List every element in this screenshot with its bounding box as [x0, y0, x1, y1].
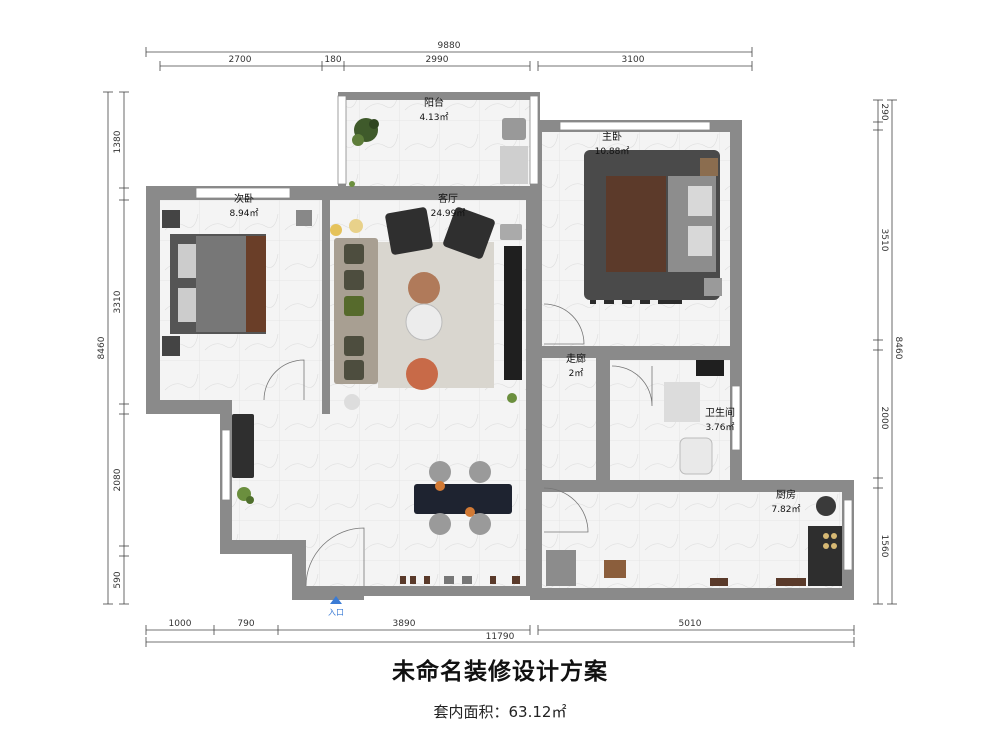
coffee-table [408, 272, 440, 304]
corridor-floor [542, 346, 596, 484]
master-bedroom-furniture [584, 150, 722, 304]
dim-left-2: 3310 [113, 290, 123, 313]
entrance-marker: 入口 [328, 596, 344, 617]
dim-bottom-2: 790 [237, 619, 254, 629]
dim-right-total: 8460 [893, 337, 903, 360]
shower-area [664, 382, 700, 422]
room-area-living-room: 24.99㎡ [431, 208, 466, 219]
dim-right-4: 1560 [879, 535, 889, 558]
bathroom-furniture [664, 360, 724, 475]
dim-top-total: 9880 [438, 41, 461, 51]
dim-bottom-3: 3890 [393, 619, 416, 629]
stove-icon [816, 496, 836, 516]
dim-top-4: 3100 [622, 55, 645, 65]
room-name-balcony: 阳台 [424, 96, 444, 109]
room-area-corridor: 2㎡ [569, 368, 584, 379]
toilet [679, 437, 713, 475]
dim-bottom-total: 11790 [486, 632, 515, 642]
dim-right-3: 2000 [879, 407, 889, 430]
dim-bottom-1: 1000 [169, 619, 192, 629]
dim-top-3: 2990 [426, 55, 449, 65]
kitchen-furniture [546, 496, 842, 586]
plan-subtitle: 套内面积：63.12㎡ [433, 703, 567, 721]
dim-bottom-4: 5010 [679, 619, 702, 629]
room-name-bathroom: 卫生间 [705, 406, 735, 419]
windows [195, 95, 853, 571]
dim-left-3: 2080 [113, 468, 123, 491]
room-labels: 阳台 4.13㎡ 主卧 10.88㎡ 次卧 8.94㎡ 客厅 24.99㎡ 走廊… [229, 96, 800, 515]
dimension-labels: 9880 2700 180 2990 3100 1000 790 3890 50… [97, 41, 903, 642]
dimension-lines [103, 47, 897, 647]
cabinet [500, 146, 528, 184]
plant-icon [237, 487, 254, 504]
nightstand [704, 278, 722, 296]
fridge [546, 550, 576, 586]
room-name-second-bedroom: 次卧 [234, 192, 254, 205]
room-area-master-bedroom: 10.88㎡ [595, 146, 630, 157]
dim-right-2: 3510 [879, 229, 889, 252]
dining-furniture [232, 414, 520, 584]
nightstand [162, 210, 180, 228]
doors [263, 303, 653, 587]
balcony-furniture [349, 118, 528, 187]
tv-cabinet [504, 246, 522, 380]
floor-plan: 9880 2700 180 2990 3100 1000 790 3890 50… [97, 41, 903, 647]
dim-left-1: 1380 [113, 130, 123, 153]
room-name-master-bedroom: 主卧 [602, 130, 622, 143]
room-name-living-room: 客厅 [438, 192, 458, 205]
room-name-kitchen: 厨房 [776, 488, 796, 501]
cabinet [232, 414, 254, 478]
plan-title: 未命名装修设计方案 [392, 659, 608, 685]
nightstand [162, 336, 180, 356]
dining-table [414, 484, 512, 514]
side-table [406, 358, 438, 390]
basin [696, 360, 724, 376]
nightstand [700, 158, 718, 176]
plant-icon [352, 118, 379, 146]
room-name-corridor: 走廊 [566, 352, 586, 365]
balcony-floor [346, 100, 530, 186]
room-area-second-bedroom: 8.94㎡ [229, 208, 258, 219]
room-area-kitchen: 7.82㎡ [771, 504, 800, 515]
armchair [443, 207, 495, 259]
dim-right-1: 290 [879, 103, 889, 120]
living-room-furniture [330, 207, 522, 410]
dim-left-total: 8460 [97, 336, 107, 359]
lamp-icon [330, 224, 342, 236]
living-dining-floor [232, 400, 526, 586]
kitchen-floor [542, 492, 842, 588]
partition-walls [146, 120, 742, 600]
room-area-bathroom: 3.76㎡ [705, 422, 734, 433]
second-bedroom-furniture [162, 210, 312, 356]
washing-machine [502, 118, 526, 140]
shoe-row [400, 576, 520, 584]
entrance-label: 入口 [328, 608, 344, 617]
dim-top-1: 2700 [229, 55, 252, 65]
armchair [385, 207, 433, 255]
dim-left-4: 590 [113, 571, 123, 588]
dim-top-2: 180 [324, 55, 341, 65]
room-area-balcony: 4.13㎡ [419, 112, 448, 123]
